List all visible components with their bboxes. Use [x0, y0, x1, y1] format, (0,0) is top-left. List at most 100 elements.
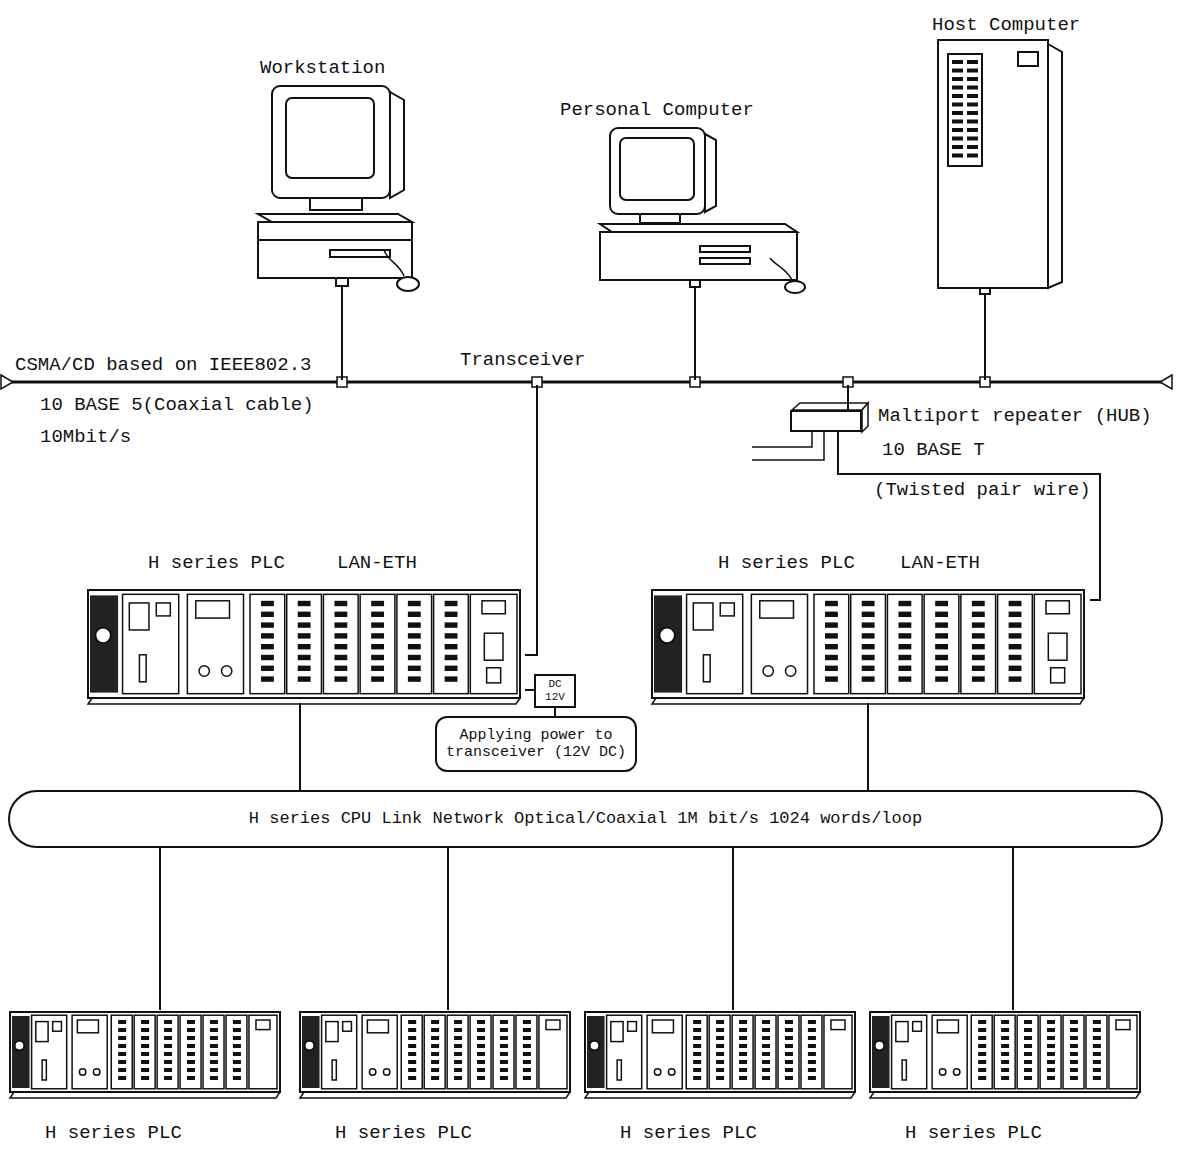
terminal	[477, 1020, 485, 1024]
terminal	[210, 1068, 218, 1072]
terminal	[1047, 1028, 1055, 1032]
terminal	[1024, 1068, 1032, 1072]
terminal	[371, 622, 384, 627]
terminal	[862, 655, 875, 660]
terminal	[935, 676, 948, 681]
plc-unit: H series PLC	[868, 1010, 1148, 1148]
io-module	[111, 1015, 132, 1089]
terminal	[445, 601, 458, 606]
link-part	[937, 1020, 958, 1033]
network-wire	[838, 432, 1100, 600]
terminal	[261, 622, 274, 627]
io-module	[250, 594, 285, 693]
cable-plug	[690, 280, 700, 287]
power-module	[90, 595, 118, 692]
terminal	[972, 633, 985, 638]
terminal	[1070, 1068, 1078, 1072]
network-band: H series CPU Link Network Optical/Coaxia…	[8, 790, 1163, 848]
vent-slot	[967, 86, 978, 90]
terminal	[164, 1068, 172, 1072]
terminal	[261, 612, 274, 617]
terminal	[141, 1044, 149, 1048]
terminal	[862, 601, 875, 606]
io-module	[686, 1015, 707, 1089]
io-module	[249, 1015, 277, 1089]
plc-rack	[10, 1012, 280, 1098]
terminal	[972, 622, 985, 627]
cpu-part	[139, 655, 146, 682]
node-label: Personal Computer	[560, 100, 754, 122]
terminal	[298, 666, 311, 671]
terminal	[1093, 1068, 1101, 1072]
hub-port-wire	[752, 432, 824, 460]
ethernet-bus: CSMA/CD based on IEEE802.310 BASE 5(Coax…	[5, 380, 1168, 385]
terminal	[1024, 1036, 1032, 1040]
terminal	[1009, 633, 1022, 638]
link-port	[369, 1069, 375, 1075]
terminal	[1070, 1028, 1078, 1032]
terminal	[693, 1068, 701, 1072]
power-lamp	[15, 1041, 25, 1051]
module-part	[482, 601, 505, 614]
node-label: H series PLC	[620, 1123, 757, 1145]
terminal	[454, 1060, 462, 1064]
terminal	[972, 601, 985, 606]
terminal	[739, 1052, 747, 1056]
cpu-part	[628, 1022, 637, 1032]
terminal	[431, 1052, 439, 1056]
cpu-part	[332, 1060, 336, 1080]
terminal	[862, 676, 875, 681]
terminal	[187, 1020, 195, 1024]
cable	[341, 286, 343, 298]
power-lamp	[95, 628, 111, 644]
terminal	[523, 1068, 531, 1072]
terminal	[825, 622, 838, 627]
aui-port	[484, 633, 503, 660]
plc-rack	[88, 590, 520, 704]
terminal	[762, 1060, 770, 1064]
terminal	[233, 1060, 241, 1064]
terminal	[233, 1036, 241, 1040]
plc-rack	[652, 590, 1084, 704]
terminal	[371, 633, 384, 638]
vent-slot	[952, 60, 963, 64]
terminal	[187, 1036, 195, 1040]
terminal	[978, 1052, 986, 1056]
terminal	[210, 1020, 218, 1024]
rack-frame	[10, 1012, 280, 1092]
terminal	[408, 1068, 416, 1072]
io-module	[287, 594, 322, 693]
terminal	[408, 622, 421, 627]
network-wire	[554, 708, 556, 716]
terminal	[431, 1044, 439, 1048]
terminal	[371, 666, 384, 671]
terminal	[431, 1028, 439, 1032]
node-label: 10Mbit/s	[40, 427, 131, 449]
io-module	[814, 594, 849, 693]
terminal	[431, 1060, 439, 1064]
terminal	[978, 1028, 986, 1032]
terminal	[141, 1068, 149, 1072]
cpu-part	[720, 603, 734, 616]
cpu-part	[611, 1022, 623, 1042]
terminal	[808, 1076, 816, 1080]
ethernet-bus	[1, 375, 1172, 389]
plc-unit: H series PLC	[298, 1010, 578, 1148]
io-module	[434, 594, 469, 693]
rack-frame	[585, 1012, 855, 1092]
terminal	[1009, 601, 1022, 606]
terminal	[1093, 1052, 1101, 1056]
vent-slot	[952, 120, 963, 124]
rack-frame	[300, 1012, 570, 1092]
vent-slot	[952, 154, 963, 158]
plc-rack	[300, 1012, 570, 1098]
vent-slot	[952, 94, 963, 98]
io-module	[924, 594, 959, 693]
terminal	[477, 1060, 485, 1064]
link-module	[751, 594, 807, 693]
terminal	[739, 1076, 747, 1080]
terminal	[164, 1052, 172, 1056]
io-module	[709, 1015, 730, 1089]
terminal	[477, 1068, 485, 1072]
